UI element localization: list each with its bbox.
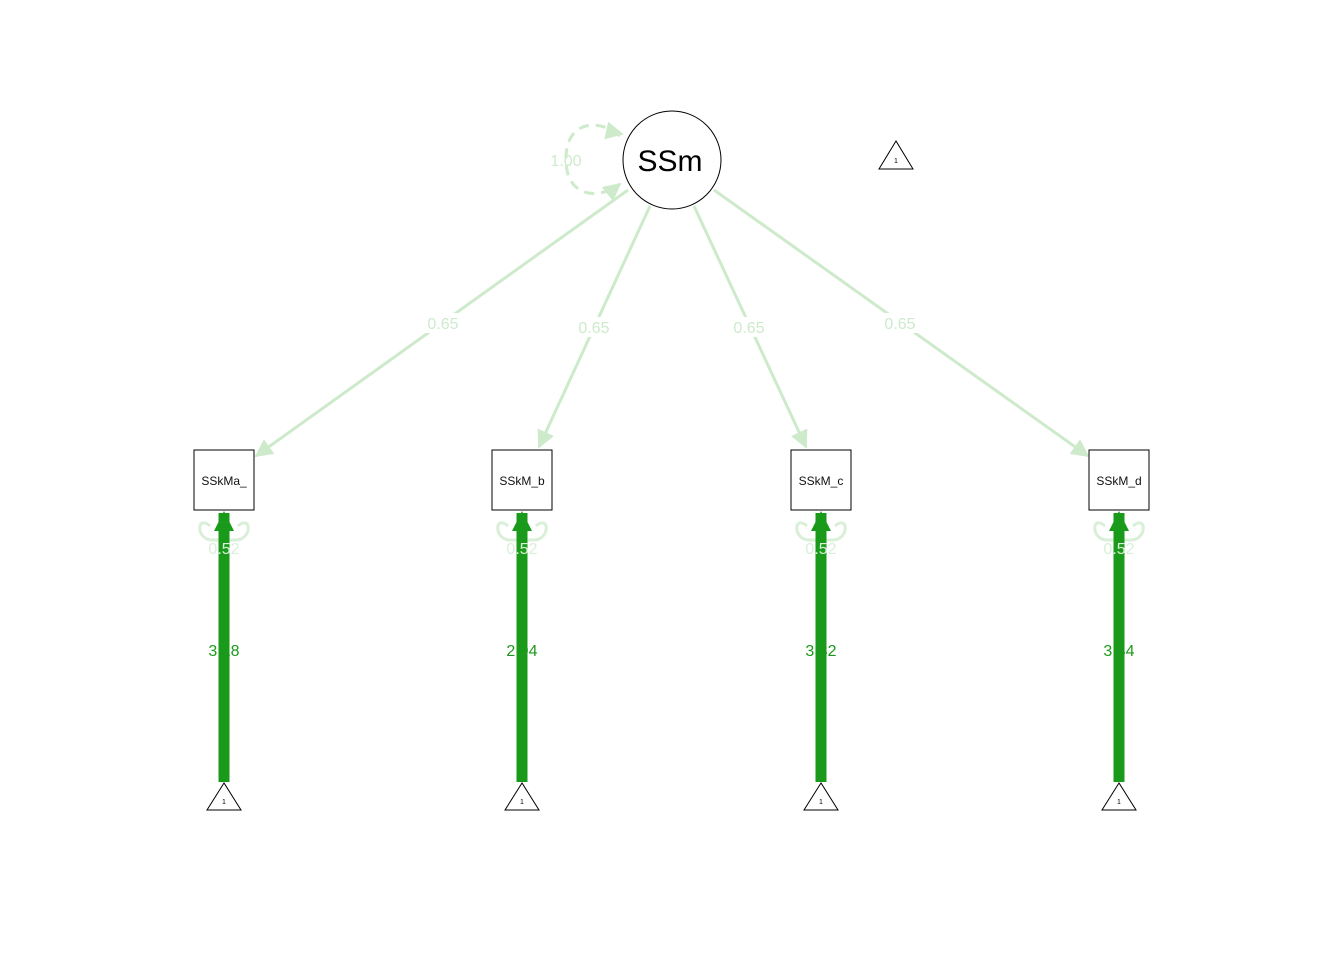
intercept-triangle-label-c: 1	[819, 799, 823, 806]
residual-label-d: 0.52	[1103, 541, 1134, 558]
latent-mean-triangle: 1	[878, 140, 914, 170]
svg-text:0.65: 0.65	[733, 320, 764, 337]
indicator-label-b: SSkM_b	[499, 474, 545, 488]
svg-text:1: 1	[894, 158, 898, 165]
latent-node	[622, 110, 722, 210]
intercept-triangle-label-b: 1	[520, 799, 524, 806]
intercept-triangle-label-d: 1	[1117, 799, 1121, 806]
residual-label-b: 0.52	[506, 541, 537, 558]
intercept-label-b: 2.94	[506, 643, 537, 660]
intercept-triangle-c	[803, 782, 839, 811]
loading-label-b: 0.65	[573, 317, 615, 337]
indicator-box-a	[193, 449, 255, 511]
indicator-b: 0.52 2.94 SSkM_b 1	[491, 449, 553, 811]
latent-variance-label: 1.00	[550, 153, 581, 170]
intercept-triangle-d	[1101, 782, 1137, 811]
svg-text:0.65: 0.65	[884, 316, 915, 333]
intercept-triangle-a	[206, 782, 242, 811]
loading-label-a: 0.65	[422, 313, 464, 333]
intercept-label-d: 3.34	[1103, 643, 1134, 660]
residual-label-c: 0.52	[805, 541, 836, 558]
intercept-triangle-b	[504, 782, 540, 811]
intercept-label-c: 3.32	[805, 643, 836, 660]
residual-label-a: 0.52	[208, 541, 239, 558]
indicator-label-d: SSkM_d	[1096, 474, 1141, 488]
intercept-triangle-label-a: 1	[222, 799, 226, 806]
loading-label-c: 0.65	[728, 317, 770, 337]
svg-text:0.65: 0.65	[578, 320, 609, 337]
loading-label-d: 0.65	[879, 313, 921, 333]
indicator-c: 0.52 3.32 SSkM_c 1	[790, 449, 852, 811]
indicator-a: 0.52 3.18 SSkMa_ 1	[193, 449, 255, 811]
indicator-d: 0.52 3.34 SSkM_d 1	[1088, 449, 1150, 811]
latent-label: SSm	[637, 145, 702, 178]
latent-variance-loop	[564, 123, 622, 202]
intercept-label-a: 3.18	[208, 643, 239, 660]
indicator-box-b	[491, 449, 553, 511]
indicator-label-c: SSkM_c	[799, 474, 844, 488]
indicator-box-d	[1088, 449, 1150, 511]
indicator-label-a: SSkMa_	[201, 474, 247, 488]
indicator-box-c	[790, 449, 852, 511]
svg-text:0.65: 0.65	[427, 316, 458, 333]
